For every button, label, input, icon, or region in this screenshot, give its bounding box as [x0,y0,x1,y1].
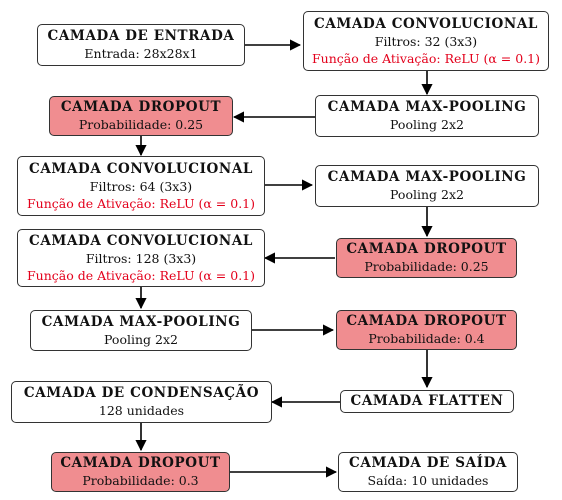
node-detail: Pooling 2x2 [390,187,464,202]
node-detail: Saída: 10 unidades [367,473,489,488]
node-flatten-layer: CAMADA FLATTEN [340,390,514,413]
node-input-layer: CAMADA DE ENTRADA Entrada: 28x28x1 [37,24,245,66]
node-title: CAMADA MAX-POOLING [327,169,527,185]
node-detail: Filtros: 32 (3x3) [374,33,478,49]
node-title: CAMADA DE SAÍDA [349,455,507,471]
node-dense-layer: CAMADA DE CONDENSAÇÃO 128 unidades [11,381,272,423]
node-title: CAMADA DROPOUT [346,313,507,329]
node-maxpool-layer-3: CAMADA MAX-POOLING Pooling 2x2 [30,310,252,351]
node-detail: Pooling 2x2 [390,117,464,132]
node-detail: Probabilidade: 0.25 [364,259,489,274]
node-title: CAMADA DROPOUT [60,99,222,115]
node-title: CAMADA DROPOUT [60,455,221,471]
node-conv-layer-3: CAMADA CONVOLUCIONAL Filtros: 128 (3x3) … [17,229,265,287]
node-output-layer: CAMADA DE SAÍDA Saída: 10 unidades [338,452,518,492]
node-detail: Pooling 2x2 [104,331,178,347]
node-detail: Entrada: 28x28x1 [84,46,198,61]
node-conv-layer-1: CAMADA CONVOLUCIONAL Filtros: 32 (3x3) F… [303,11,549,71]
node-title: CAMADA MAX-POOLING [41,313,241,330]
node-title: CAMADA CONVOLUCIONAL [313,15,538,32]
node-title: CAMADA DE CONDENSAÇÃO [23,385,260,401]
node-conv-layer-2: CAMADA CONVOLUCIONAL Filtros: 64 (3x3) F… [17,156,265,216]
node-dropout-layer-4: CAMADA DROPOUT Probabilidade: 0.3 [51,452,230,492]
node-detail: Probabilidade: 0.4 [368,331,485,346]
node-detail: Probabilidade: 0.3 [82,473,199,488]
node-dropout-layer-1: CAMADA DROPOUT Probabilidade: 0.25 [49,96,233,136]
node-maxpool-layer-1: CAMADA MAX-POOLING Pooling 2x2 [315,95,539,137]
node-title: CAMADA CONVOLUCIONAL [28,232,253,249]
node-dropout-layer-2: CAMADA DROPOUT Probabilidade: 0.25 [336,238,517,278]
node-title: CAMADA DE ENTRADA [47,28,235,44]
node-dropout-layer-3: CAMADA DROPOUT Probabilidade: 0.4 [336,310,517,350]
node-title: CAMADA MAX-POOLING [327,99,527,115]
node-title: CAMADA FLATTEN [350,393,504,409]
node-activation: Função de Ativação: ReLU (α = 0.1) [26,195,256,211]
node-maxpool-layer-2: CAMADA MAX-POOLING Pooling 2x2 [315,165,539,207]
node-detail: Filtros: 128 (3x3) [85,250,197,266]
node-detail: 128 unidades [98,403,185,418]
node-detail: Probabilidade: 0.25 [78,117,204,132]
node-activation: Função de Ativação: ReLU (α = 0.1) [26,267,256,283]
node-detail: Filtros: 64 (3x3) [89,178,193,194]
node-activation: Função de Ativação: ReLU (α = 0.1) [311,50,541,66]
node-title: CAMADA DROPOUT [346,241,507,257]
node-title: CAMADA CONVOLUCIONAL [28,160,253,177]
